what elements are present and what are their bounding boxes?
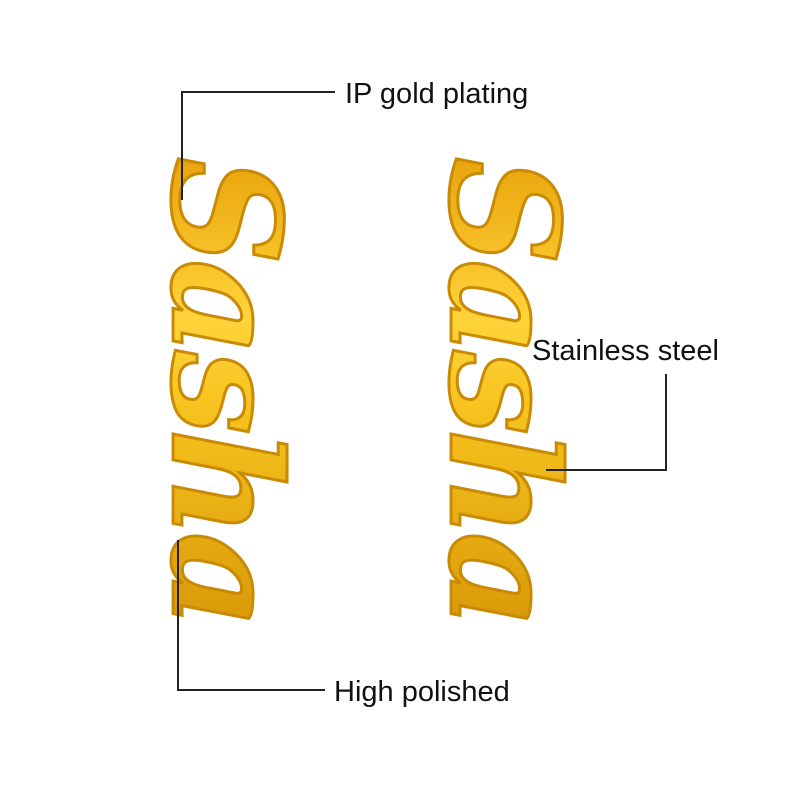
callout-line-ip-gold <box>181 91 335 200</box>
left-earring: Sasha <box>136 155 315 624</box>
callout-line-stainless-steel <box>546 374 667 471</box>
left-earring-script: Sasha <box>137 157 313 623</box>
right-earring: Sasha <box>414 155 593 624</box>
right-earring-script: Sasha <box>415 157 591 623</box>
callout-high-polished: High polished <box>334 676 510 708</box>
callout-ip-gold-plating: IP gold plating <box>345 78 529 110</box>
callout-line-high-polished <box>177 540 325 691</box>
callout-stainless-steel: Stainless steel <box>532 335 719 367</box>
